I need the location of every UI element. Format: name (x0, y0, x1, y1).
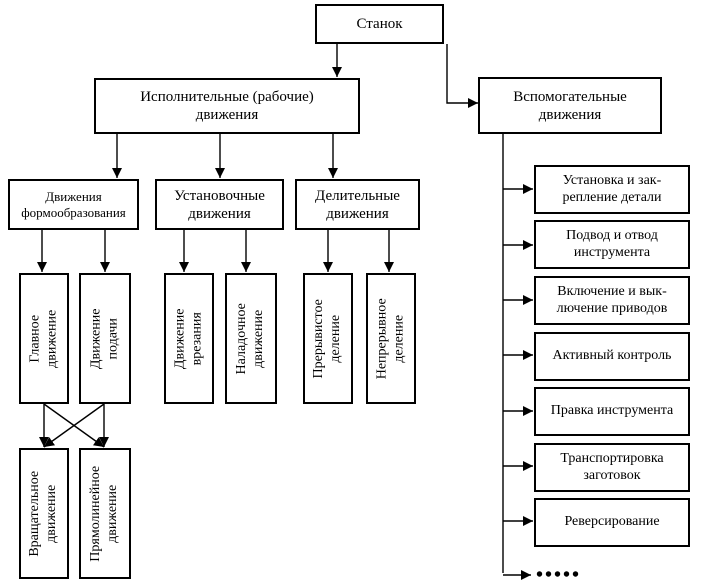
group-setting-label: Установочные движения (174, 187, 265, 222)
aux-item-tool-dressing-box: Правка инструмента (534, 387, 690, 436)
result-rotational-motion-box: Вращательное движение (19, 448, 69, 579)
aux-item-drives-switch-box: Включение и вык- лючение приводов (534, 276, 690, 325)
aux-item-drives-switch-label: Включение и вык- лючение приводов (556, 283, 668, 316)
aux-item-active-control-label: Активный контроль (552, 348, 672, 364)
child-main-motion-label: Главное движение (27, 309, 60, 368)
group-setting-box: Установочные движения (155, 179, 284, 230)
result-rotational-motion-label: Вращательное движение (27, 470, 60, 557)
root-box-stanok: Станок (315, 4, 444, 44)
group-dividing-box: Делительные движения (295, 179, 420, 230)
child-plunge-motion-box: Движение врезания (164, 273, 214, 404)
child-plunge-motion-label: Движение врезания (172, 308, 204, 369)
aux-item-tool-dressing-label: Правка инструмента (550, 403, 674, 419)
child-intermittent-division-box: Прерывистое деление (303, 273, 353, 404)
arrow-feed-to-rotational (43, 403, 105, 448)
aux-item-transport-box: Транспортировка заготовок (534, 443, 690, 492)
aux-item-transport-label: Транспортировка заготовок (560, 450, 664, 483)
executive-motions-box: Исполнительные (рабочие) движения (94, 78, 360, 134)
root-label: Станок (356, 16, 403, 32)
child-main-motion-box: Главное движение (19, 273, 69, 404)
child-adjust-motion-box: Наладочное движение (225, 273, 277, 404)
child-feed-motion-box: Движение подачи (79, 273, 131, 404)
auxiliary-motions-label: Вспомогательные движения (513, 88, 627, 123)
auxiliary-motions-box: Вспомогательные движения (478, 77, 662, 134)
arrow-root-to-auxiliary (446, 44, 478, 108)
child-continuous-division-label: Непрерывное деление (374, 298, 406, 379)
aux-item-tool-approach-box: Подвод и отвод инструмента (534, 220, 690, 269)
aux-item-active-control-box: Активный контроль (534, 332, 690, 381)
child-intermittent-division-label: Прерывистое деление (311, 298, 343, 379)
result-linear-motion-box: Прямолинейное движение (79, 448, 131, 579)
aux-item-reversing-label: Реверсирование (564, 514, 660, 530)
group-formation-label: Движения формообразования (21, 188, 126, 220)
child-continuous-division-box: Непрерывное деление (366, 273, 416, 404)
result-linear-motion-label: Прямолинейное движение (88, 465, 120, 562)
aux-item-install-box: Установка и зак- репление детали (534, 165, 690, 214)
aux-item-reversing-box: Реверсирование (534, 498, 690, 547)
group-formation-box: Движения формообразования (8, 179, 139, 230)
continuation-dots: ••••• (536, 564, 582, 586)
executive-motions-label: Исполнительные (рабочие) движения (140, 89, 314, 123)
aux-item-install-label: Установка и зак- репление детали (562, 172, 662, 205)
child-feed-motion-label: Движение подачи (88, 308, 120, 369)
group-dividing-label: Делительные движения (315, 187, 400, 222)
child-adjust-motion-label: Наладочное движение (234, 302, 267, 375)
aux-item-tool-approach-label: Подвод и отвод инструмента (566, 227, 658, 260)
